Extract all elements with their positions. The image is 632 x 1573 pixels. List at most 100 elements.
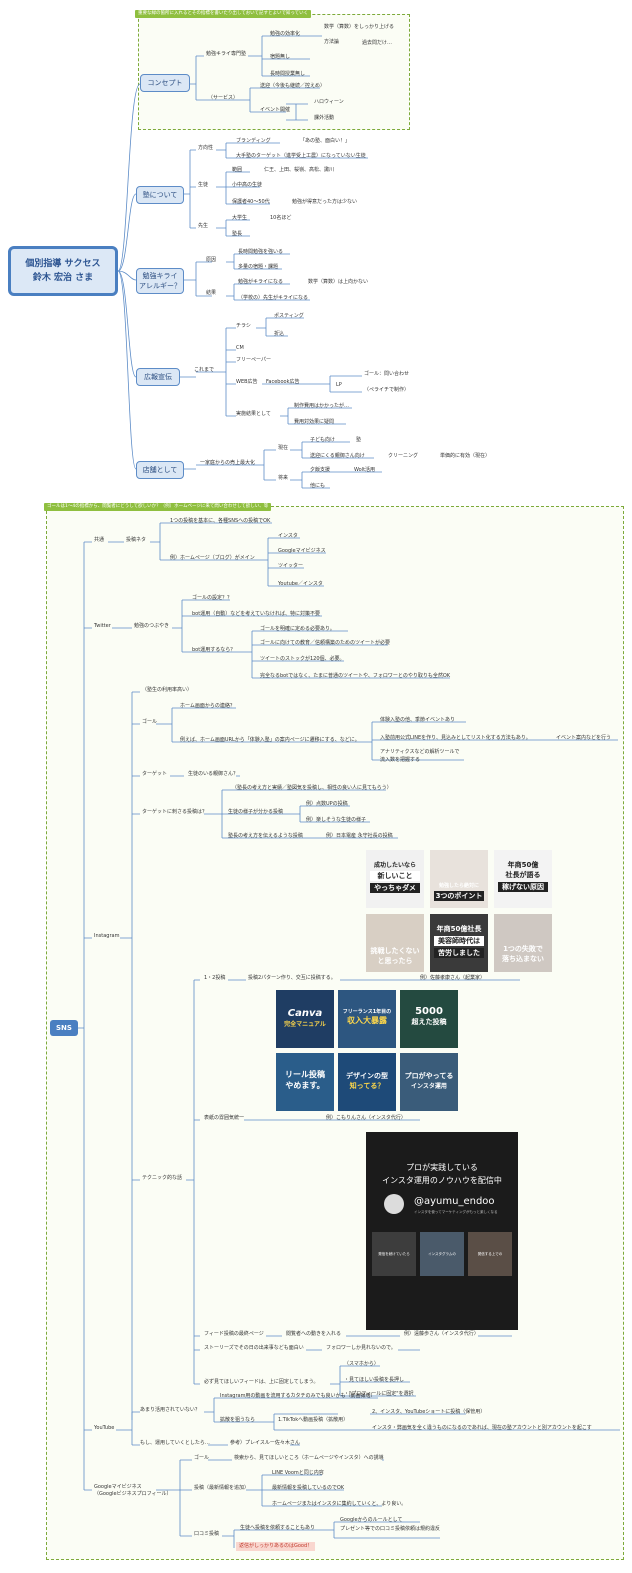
- sns-node[interactable]: 投稿（最新情報を追加）: [194, 1485, 250, 1491]
- sns-node[interactable]: ツイッター: [278, 563, 304, 569]
- sns-node[interactable]: ツイートのストックが120個、必要。: [260, 656, 345, 662]
- store-node[interactable]: Wolt活用: [354, 467, 376, 473]
- ads-node[interactable]: CM: [236, 345, 244, 351]
- sns-node[interactable]: 例）ホームページ（ブログ）がメイン: [170, 555, 255, 561]
- about-node[interactable]: 方向性: [198, 145, 214, 151]
- concept-node[interactable]: 課外活動: [314, 115, 335, 121]
- store-node[interactable]: クリーニング: [388, 453, 419, 459]
- sns-node[interactable]: インスタ: [278, 533, 298, 539]
- ads-node[interactable]: Facebook広告: [266, 379, 300, 385]
- sns-node[interactable]: Instagram: [94, 933, 120, 939]
- sns-node[interactable]: 1・2投稿: [204, 975, 226, 981]
- about-node[interactable]: 10名ほど: [270, 215, 292, 221]
- sns-node[interactable]: 1.TikTokへ動画投稿（拡散用）: [278, 1417, 349, 1423]
- sns-node[interactable]: 表紙の雰囲気統一: [204, 1115, 245, 1121]
- sns-node[interactable]: あまり活用されていない？: [140, 1407, 200, 1413]
- sns-node[interactable]: プレゼント等での口コミ投稿依頼は規約違反: [340, 1526, 441, 1532]
- sns-node[interactable]: テクニック的な話: [142, 1175, 183, 1181]
- about-node[interactable]: 「あの塾、面白い！」: [300, 138, 351, 144]
- store-node[interactable]: 将来: [278, 475, 289, 481]
- sns-node[interactable]: 必ず見てほしいフィードは、上に固定してしまう。: [204, 1379, 319, 1385]
- sns-node[interactable]: 例えば、ホーム画面URLから「体験入塾」の案内ページに遷移にする、などに。: [180, 737, 360, 743]
- section-about[interactable]: 塾について: [136, 186, 184, 204]
- sns-node[interactable]: 最新情報を投稿しているのでOK: [272, 1485, 345, 1491]
- concept-node[interactable]: 数学（算数）をしっかり上げる: [324, 24, 395, 30]
- sns-node[interactable]: 共通: [94, 537, 105, 543]
- ads-node[interactable]: 実施結果として: [236, 411, 271, 417]
- sns-node[interactable]: イベント案内などを行う: [556, 735, 612, 741]
- sns-node[interactable]: ターゲット: [142, 771, 168, 777]
- sns-node[interactable]: ストーリーズでその日の出来事なども面白い: [204, 1345, 304, 1351]
- sns-node[interactable]: （塾長の考え方と実績／塾図気を投稿し、相性の良い人に見てもらう）: [232, 785, 392, 791]
- sns-node[interactable]: ・見てほしい投稿を長押し: [344, 1377, 405, 1383]
- sns-node[interactable]: 投稿2パターン作り、交互に投稿する。: [248, 975, 336, 981]
- root-node[interactable]: 個別指導 サクセス 鈴木 宏治 さま: [8, 246, 118, 296]
- sns-node[interactable]: 塾長の考え方を伝えるような投稿: [228, 833, 303, 839]
- highlight-note[interactable]: 返信がしっかりあるのはGood！: [236, 1542, 316, 1551]
- sns-node[interactable]: ホームページまたはインスタに集約していくと、より良い。: [272, 1501, 407, 1507]
- ads-node[interactable]: ポスティング: [274, 313, 304, 319]
- about-node[interactable]: 仁王、上田、桜嶺、高松、諏川: [264, 167, 335, 173]
- concept-node[interactable]: 宿題無し: [270, 54, 291, 60]
- sns-node[interactable]: ゴールに向けての教育／信頼構築のためのツイートが必要: [260, 640, 391, 646]
- ads-node[interactable]: WEB広告: [236, 379, 258, 385]
- sns-node[interactable]: bot運用するなら？: [192, 647, 236, 653]
- about-node[interactable]: 勉強が得意だった方は少ない: [292, 199, 358, 205]
- store-node[interactable]: 一家庭からの売上最大化: [200, 460, 256, 466]
- allergy-node[interactable]: 多量の宿題・課題: [238, 264, 279, 270]
- sns-node[interactable]: ゴール: [194, 1455, 210, 1461]
- sns-node[interactable]: アナリティクスなどの解析ツールで: [380, 749, 460, 755]
- sns-node[interactable]: 2、インスタ、YouTubeショートに投稿（保管用）: [372, 1409, 486, 1415]
- about-node[interactable]: 範囲: [232, 167, 243, 173]
- sns-node[interactable]: Instagram用の動画を流用するカタチのみでも良いかも（動画撮増）: [220, 1393, 376, 1399]
- store-node[interactable]: 他にも: [310, 483, 326, 489]
- store-node[interactable]: 子ども向け: [310, 437, 336, 443]
- ads-node[interactable]: LP: [336, 382, 342, 388]
- sns-node[interactable]: Googleマイビジネス: [278, 548, 326, 554]
- sns-node[interactable]: 参考）プレイスルー佐々木さん: [230, 1440, 300, 1446]
- about-node[interactable]: 大手塾のターゲット（進学受上工農）になっていない生徒: [236, 153, 366, 159]
- sns-node[interactable]: Twitter: [94, 623, 111, 629]
- about-node[interactable]: 先生: [198, 223, 209, 229]
- sns-node[interactable]: （スマホから）: [344, 1361, 379, 1367]
- store-node[interactable]: 夕飯支援: [310, 467, 331, 473]
- store-node[interactable]: 単価的に有効（現在）: [440, 453, 491, 459]
- sns-node[interactable]: 投稿ネタ: [126, 537, 147, 543]
- concept-node[interactable]: ハロウィーン: [314, 99, 344, 105]
- concept-node[interactable]: イベント開催: [260, 107, 291, 113]
- sns-node[interactable]: 例）点数UPの投稿: [306, 801, 348, 807]
- ads-node[interactable]: これまで: [194, 367, 215, 373]
- concept-node[interactable]: 勉強キライ専門塾: [206, 51, 247, 57]
- sns-node[interactable]: 拡散を狙うなら: [220, 1417, 256, 1423]
- concept-node[interactable]: 勉強の効率化: [270, 31, 301, 37]
- sns-node[interactable]: ゴールの設定？？: [192, 595, 233, 601]
- allergy-node[interactable]: 原因: [206, 257, 217, 263]
- store-node[interactable]: 塾: [356, 437, 362, 443]
- section-allergy[interactable]: 勉強キライ アレルギー？: [136, 268, 184, 294]
- allergy-node[interactable]: 勉強がキライになる: [238, 279, 284, 285]
- sns-node[interactable]: 体験入塾の他、季節イベントあり: [380, 717, 456, 723]
- sns-node[interactable]: 例）日本電産 永守社長の投稿: [326, 833, 393, 839]
- sns-node[interactable]: ゴールを明確に定める必要あり。: [260, 626, 335, 632]
- section-concept[interactable]: コンセプト: [140, 74, 190, 92]
- sns-node[interactable]: 口コミ投稿: [194, 1531, 220, 1537]
- sns-node[interactable]: 1つの投稿を基本に、各種SNSへの投稿でOK: [170, 518, 271, 524]
- ads-node[interactable]: 費用対効果に疑問: [294, 419, 335, 425]
- sns-node[interactable]: 例）こもりんさん（インスタ代行）: [326, 1115, 406, 1121]
- allergy-node[interactable]: 結果: [206, 290, 217, 296]
- ads-node[interactable]: 制作費用はかかったが…: [294, 403, 350, 409]
- sns-node[interactable]: ゴール: [142, 719, 158, 725]
- sns-node[interactable]: インスタ・弊画気を全く違うものになるのであれば、現在の塾アカウントと別アカウント…: [372, 1425, 592, 1431]
- sns-node[interactable]: 生徒の様子が分かる投稿: [228, 809, 284, 815]
- section-ads[interactable]: 広報宣伝: [136, 368, 180, 386]
- sns-node[interactable]: 生徒へ投稿を依頼することもあり: [240, 1525, 316, 1531]
- sns-node[interactable]: Googleからのルールとして: [340, 1517, 403, 1523]
- about-node[interactable]: 塾長: [232, 231, 243, 237]
- concept-node[interactable]: 長時間授業無し: [270, 71, 306, 77]
- concept-node[interactable]: （サービス）: [208, 95, 239, 101]
- sns-node[interactable]: （Googleビジネスプロフィール）: [94, 1491, 172, 1497]
- sns-node[interactable]: 閲覧者への動きを入れる: [286, 1331, 342, 1337]
- sns-node[interactable]: 生徒のいる親御さん？: [188, 771, 239, 777]
- about-node[interactable]: ブランディング: [236, 138, 271, 144]
- sns-node[interactable]: 入塾前用公式LINEを作り、見込みとしてリスト化する方法もあり。: [380, 735, 531, 741]
